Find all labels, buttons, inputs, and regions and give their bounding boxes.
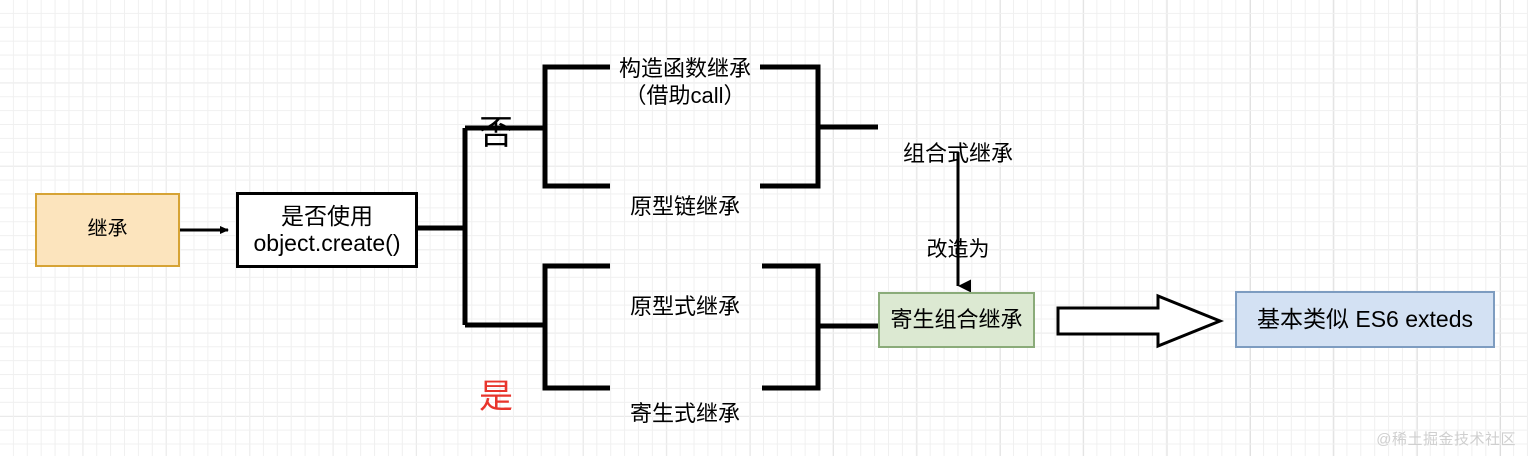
bracket-upper-left [542, 64, 610, 189]
watermark: @稀土掘金技术社区 [1376, 428, 1516, 449]
edge-decision-split [418, 125, 545, 328]
node-start-inheritance[interactable]: 继承 [35, 193, 180, 267]
bracket-lower-right [762, 263, 878, 391]
branch-label-yes: 是 [466, 336, 526, 418]
branch-label-yes-text: 是 [479, 377, 513, 416]
branch-label-no: 否 [466, 72, 526, 154]
leaf-prototypal-label: 原型式继承 [629, 294, 740, 320]
leaf-prototype-chain-inheritance: 原型链继承 [585, 168, 785, 221]
merge-combination-inheritance: 组合式继承 [888, 115, 1028, 168]
leaf-prototypal-inheritance: 原型式继承 [585, 268, 785, 321]
merge-combination-label: 组合式继承 [902, 141, 1013, 167]
leaf-constructor-inheritance-label: 构造函数继承 （借助call） [618, 56, 751, 108]
leaf-prototype-chain-label: 原型链继承 [629, 194, 740, 220]
node-parasitic-combination-inheritance[interactable]: 寄生组合继承 [878, 292, 1035, 348]
node-es6-label: 基本类似 ES6 exteds [1256, 305, 1474, 332]
edge-label-transform-to-text: 改造为 [926, 238, 990, 262]
leaf-parasitic-inheritance: 寄生式继承 [585, 375, 785, 428]
watermark-text: @稀土掘金技术社区 [1376, 431, 1516, 448]
bracket-lower-left [542, 263, 610, 391]
node-parasitic-combination-label: 寄生组合继承 [890, 307, 1023, 333]
leaf-parasitic-label: 寄生式继承 [629, 401, 740, 427]
node-decision-object-create[interactable]: 是否使用 object.create() [236, 192, 418, 268]
edge-label-transform-to: 改造为 [908, 212, 1008, 262]
branch-label-no-text: 否 [479, 113, 513, 152]
block-arrow-icon [1056, 293, 1225, 349]
leaf-constructor-inheritance: 构造函数继承 （借助call） [585, 30, 785, 109]
node-decision-label: 是否使用 object.create() [253, 202, 401, 256]
node-start-label: 继承 [87, 218, 128, 241]
bracket-upper-right [760, 64, 878, 189]
node-es6-extends[interactable]: 基本类似 ES6 exteds [1235, 291, 1495, 348]
